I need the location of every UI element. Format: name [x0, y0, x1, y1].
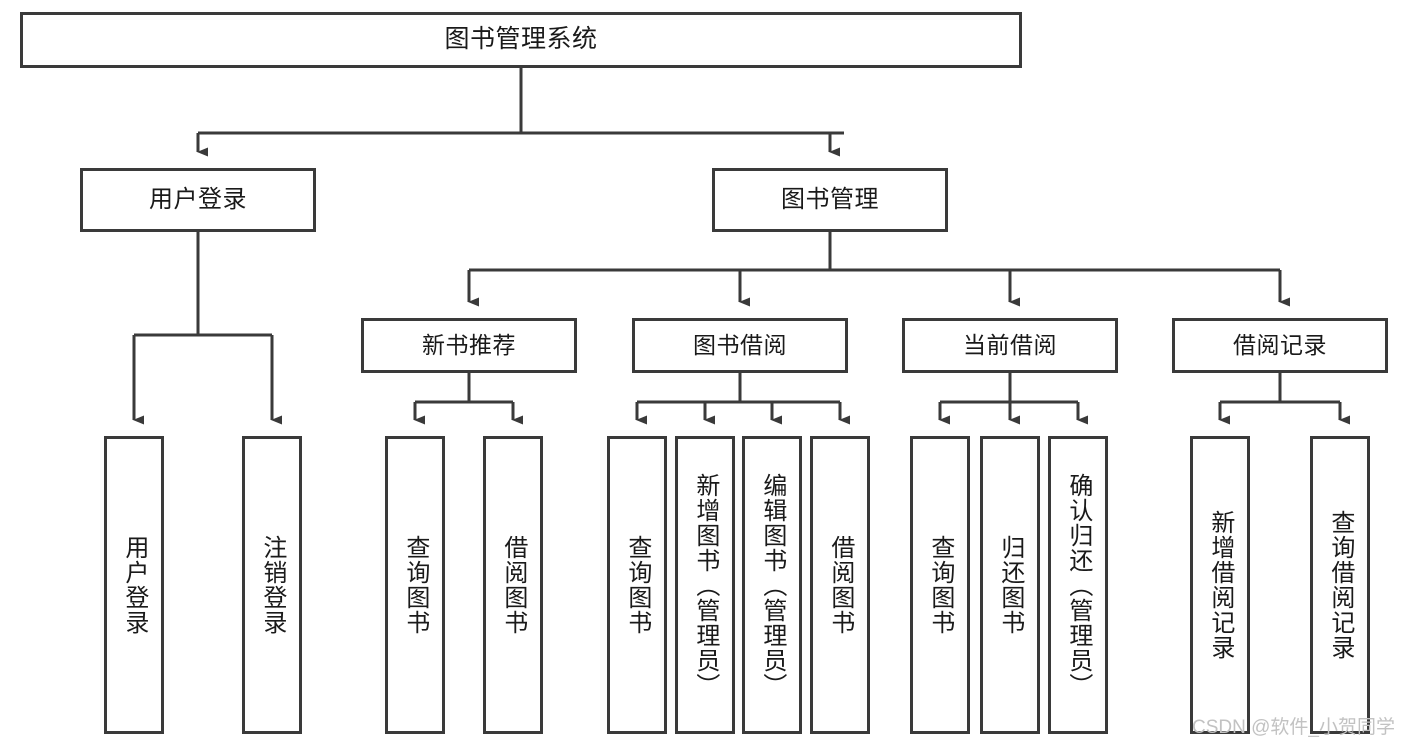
node-book-management[interactable]: 图书管理 — [712, 168, 948, 232]
leaf-label: 查询借阅记录 — [1326, 510, 1354, 660]
node-user-login[interactable]: 用户登录 — [80, 168, 316, 232]
leaf-user-logout[interactable]: 注销登录 — [242, 436, 302, 734]
leaf-label: 归还图书 — [996, 535, 1024, 635]
leaf-query-borrow-record[interactable]: 查询借阅记录 — [1310, 436, 1370, 734]
leaf-add-borrow-record[interactable]: 新增借阅记录 — [1190, 436, 1250, 734]
node-root-label: 图书管理系统 — [444, 25, 598, 54]
node-new-book-recommend-label: 新书推荐 — [422, 331, 516, 358]
node-current-borrow[interactable]: 当前借阅 — [902, 318, 1118, 373]
leaf-label: 借阅图书 — [826, 535, 854, 635]
node-new-book-recommend[interactable]: 新书推荐 — [361, 318, 577, 373]
leaf-borrow-book-recommend[interactable]: 借阅图书 — [483, 436, 543, 734]
leaf-label: 用户登录 — [120, 535, 148, 635]
node-book-borrow[interactable]: 图书借阅 — [632, 318, 848, 373]
leaf-label: 注销登录 — [258, 535, 286, 635]
leaf-query-book-borrow[interactable]: 查询图书 — [607, 436, 667, 734]
leaf-label: 查询图书 — [926, 535, 954, 635]
node-current-borrow-label: 当前借阅 — [963, 331, 1057, 358]
leaf-label: 借阅图书 — [499, 535, 527, 635]
leaf-query-book-current[interactable]: 查询图书 — [910, 436, 970, 734]
leaf-label: 新增借阅记录 — [1206, 510, 1234, 660]
leaf-confirm-return-admin[interactable]: 确认归还（管理员） — [1048, 436, 1108, 734]
leaf-label: 查询图书 — [401, 535, 429, 635]
csdn-watermark: CSDN @软件_小贺同学 — [1192, 717, 1395, 738]
leaf-user-login[interactable]: 用户登录 — [104, 436, 164, 734]
node-borrow-record[interactable]: 借阅记录 — [1172, 318, 1388, 373]
node-borrow-record-label: 借阅记录 — [1233, 331, 1327, 358]
leaf-query-book-recommend[interactable]: 查询图书 — [385, 436, 445, 734]
leaf-return-book[interactable]: 归还图书 — [980, 436, 1040, 734]
node-book-borrow-label: 图书借阅 — [693, 331, 787, 358]
node-book-management-label: 图书管理 — [781, 185, 879, 213]
leaf-label: 确认归还（管理员） — [1064, 472, 1092, 698]
node-user-login-label: 用户登录 — [149, 185, 247, 213]
leaf-edit-book-admin[interactable]: 编辑图书（管理员） — [742, 436, 802, 734]
node-root-system[interactable]: 图书管理系统 — [20, 12, 1022, 68]
leaf-label: 查询图书 — [623, 535, 651, 635]
leaf-label: 新增图书（管理员） — [691, 472, 719, 698]
leaf-borrow-book[interactable]: 借阅图书 — [810, 436, 870, 734]
leaf-add-book-admin[interactable]: 新增图书（管理员） — [675, 436, 735, 734]
leaf-label: 编辑图书（管理员） — [758, 472, 786, 698]
